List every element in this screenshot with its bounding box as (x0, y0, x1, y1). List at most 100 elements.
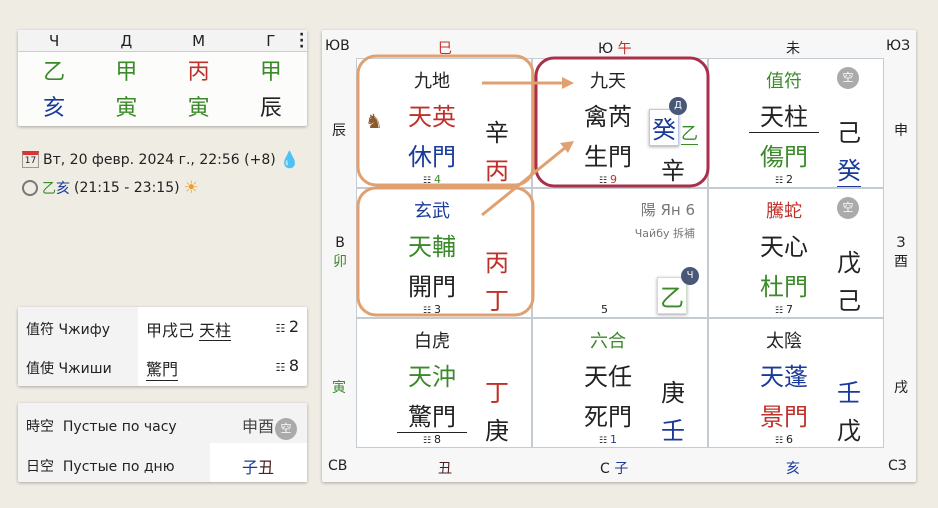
palace-number: ☷ 3 (423, 303, 441, 316)
day-empty-label: 日空 Пустые по дню (26, 459, 175, 475)
sun-icon: ☀ (183, 178, 199, 198)
hour-empty-value: 申酉空 (242, 413, 297, 440)
star: 天輔 (408, 233, 456, 261)
hour-branch: 亥 (56, 181, 70, 197)
palace-number: ☷ 2 (775, 173, 793, 186)
heaven-stem: 丙 (485, 249, 509, 277)
branch-yin: 寅 (332, 380, 346, 396)
door: 杜門 (760, 273, 808, 301)
palace-number: ☷ 7 (775, 303, 793, 316)
star: 天心 (760, 233, 808, 261)
deity: 六合 (590, 331, 626, 352)
door: 驚門 (397, 397, 467, 433)
day-empty-value: 子丑 (242, 458, 275, 477)
zhifu-star: 天柱 (199, 321, 232, 341)
ju-number: 陽 Ян 6 (640, 201, 695, 219)
zhifu-label: 值符 Чжифу (26, 322, 111, 338)
clock-icon (22, 180, 38, 196)
heaven-stem-highlight: 癸 (649, 109, 679, 146)
star ul: 天柱 (749, 97, 819, 133)
deity: 太陰 (766, 331, 802, 352)
deity: 九地 (414, 71, 450, 92)
door: 開門 (408, 273, 456, 301)
earth-stem: 庚 (485, 417, 509, 445)
branche-3: 辰 (259, 96, 282, 121)
date-line: 17 Вт, 20 февр. 2024 г., 22:56 (+8) 💧 (22, 150, 300, 169)
door: 休門 (408, 143, 456, 171)
branch-wei: 未 (786, 41, 800, 57)
deity: 值符 (766, 71, 802, 92)
branch-chen: 辰 (332, 123, 346, 139)
dir-nw: СЗ (888, 458, 907, 474)
branche-1: 寅 (115, 96, 138, 121)
zhifu-stems: 甲戌己 (146, 321, 195, 340)
zhishi-value: 驚門 (146, 356, 179, 381)
heaven-stem: 庚 (661, 379, 685, 407)
deity: 玄武 (414, 201, 450, 222)
hour-header: Ч (48, 32, 60, 50)
door: 景門 (760, 403, 808, 431)
palace-number: 5 (601, 303, 608, 316)
heaven-stem: 己 (837, 119, 861, 147)
door: 傷門 (760, 143, 808, 171)
dir-se: ЮВ (325, 38, 350, 54)
hour-line: 乙亥 (21:15 - 23:15) ☀ (22, 178, 199, 198)
hour-stem: 乙 (42, 181, 56, 197)
earth-stem: 丁 (485, 287, 509, 315)
kong-badge: 空 (275, 418, 297, 440)
palace-number: ☷ 4 (423, 173, 441, 186)
palace-number: ☷ 9 (599, 173, 617, 186)
branch-si: 巳 (438, 41, 452, 57)
earth-stem: 己 (837, 287, 861, 315)
calendar-icon: 17 (22, 151, 39, 168)
heaven-stem: 丁 (485, 379, 509, 407)
hour-badge: Ч (681, 267, 699, 285)
earth-stem: 丙 (485, 157, 509, 185)
stem-3: 甲 (259, 60, 282, 85)
palace-number: ☷ 8 (423, 433, 441, 446)
target-box (534, 56, 710, 188)
heaven-stem: 戊 (837, 249, 861, 277)
kong-badge: 空 (837, 67, 859, 89)
water-drops-icon: 💧 (279, 150, 300, 169)
palace-6[interactable]: 騰蛇天心杜門 ☷ 7 戊己 空 (708, 188, 884, 318)
palace-3[interactable]: 值符天柱傷門 ☷ 2 己癸 空 (708, 58, 884, 188)
dir-sw: ЮЗ (886, 38, 911, 54)
empty-card: 時空 Пустые по часу 申酉空 日空 Пустые по дню 子… (18, 403, 307, 482)
center-stem: 乙 (657, 277, 687, 314)
stem-1: 甲 (115, 60, 138, 85)
kong-badge: 空 (837, 197, 859, 219)
pillars-header: Ч Д М Г (18, 30, 307, 52)
day-badge: Д (669, 97, 687, 115)
palace-number: ☷ 6 (775, 433, 793, 446)
heaven-stem: 辛 (485, 119, 509, 147)
day-header: Д (120, 32, 133, 50)
arrow-diag-head (560, 141, 574, 153)
hour-empty-label: 時空 Пустые по часу (26, 419, 177, 435)
annotation-overlay (356, 54, 710, 317)
palace-number: ☷ 1 (599, 433, 617, 446)
zhishi-label: 值使 Чжиши (26, 361, 112, 377)
deity: 白虎 (414, 331, 450, 352)
branches-row: 亥寅寅辰 (18, 88, 307, 124)
more-menu-icon[interactable]: ··· (299, 27, 305, 55)
door: 死門 (584, 403, 632, 431)
month-header: М (192, 32, 206, 50)
year-header: Г (266, 32, 276, 50)
zhifu-num: ☷ 2 (275, 317, 299, 336)
deity: 騰蛇 (766, 201, 802, 222)
branch-chou: 丑 (438, 461, 452, 477)
zhifu-value: 甲戌己 天柱 (146, 317, 232, 341)
earth-stem: 癸 (837, 151, 861, 187)
stem-2: 丙 (187, 60, 210, 85)
heaven-stem: 壬 (837, 379, 861, 407)
branch-hai: 亥 (786, 461, 800, 477)
